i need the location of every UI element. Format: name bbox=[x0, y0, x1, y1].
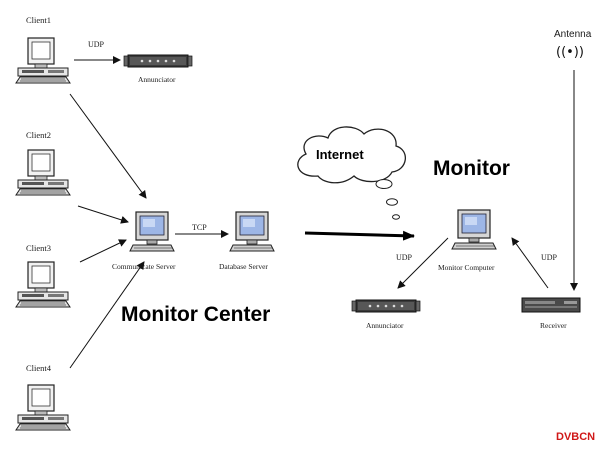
client3-to-server-arrow bbox=[79, 239, 127, 263]
client1-to-server-arrow bbox=[69, 93, 147, 199]
udp-label-monitor-right: UDP bbox=[541, 253, 558, 262]
monitor-computer-label: Monitor Computer bbox=[438, 263, 495, 272]
client2-computer-icon bbox=[15, 149, 71, 196]
watermark-logo: DVBCN bbox=[556, 431, 596, 443]
annunciator-label-center: Annunciator bbox=[138, 75, 176, 84]
client4-computer-icon bbox=[15, 384, 71, 431]
monitor-center-title: Monitor Center bbox=[121, 303, 271, 326]
client1-label: Client1 bbox=[26, 15, 52, 25]
center-to-monitor-arrow bbox=[304, 230, 415, 241]
client1-computer-icon bbox=[15, 37, 71, 84]
database-server-label: Database Server bbox=[219, 262, 268, 271]
client4-to-server-arrow bbox=[69, 261, 145, 369]
receiver-label: Receiver bbox=[540, 321, 567, 330]
client3-label: Client3 bbox=[26, 243, 52, 253]
client2-label: Client2 bbox=[26, 130, 52, 140]
annunciator-rack-icon-center bbox=[123, 54, 193, 68]
communicate-server-icon bbox=[129, 211, 175, 252]
monitor-title: Monitor bbox=[433, 157, 510, 180]
client4-label: Client4 bbox=[26, 363, 52, 373]
udp-label-monitor-left: UDP bbox=[396, 253, 413, 262]
internet-label: Internet bbox=[316, 147, 364, 162]
antenna-icon: ((•)) bbox=[556, 45, 584, 60]
monitor-to-annunciator-arrow bbox=[397, 237, 449, 289]
client3-computer-icon bbox=[15, 261, 71, 308]
internet-cloud-icon bbox=[297, 126, 406, 220]
antenna-label: Antenna bbox=[554, 29, 592, 40]
monitor-computer-icon bbox=[451, 209, 497, 250]
communicate-server-label: Communicate Server bbox=[112, 262, 176, 271]
database-server-icon bbox=[229, 211, 275, 252]
udp-label-center: UDP bbox=[88, 40, 105, 49]
annunciator-label-monitor: Annunciator bbox=[366, 321, 404, 330]
receiver-to-monitor-arrow bbox=[511, 237, 549, 289]
annunciator-rack-icon-monitor bbox=[351, 299, 421, 313]
client2-to-server-arrow bbox=[77, 205, 129, 224]
receiver-device-icon bbox=[521, 297, 581, 313]
tcp-label: TCP bbox=[192, 223, 207, 232]
